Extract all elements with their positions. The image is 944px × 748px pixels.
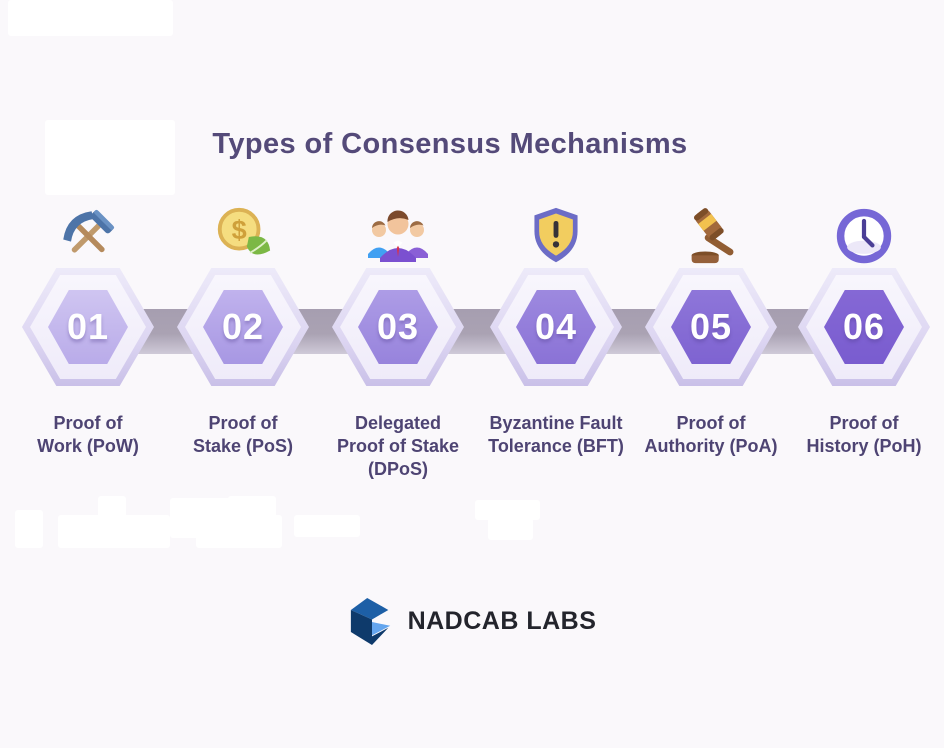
- whiteout-patch: [45, 120, 175, 195]
- step-proof-of-history: 06 Proof of History (PoH): [787, 200, 941, 458]
- whiteout-patch: [294, 515, 360, 537]
- step-number: 02: [221, 306, 265, 347]
- step-proof-of-work: 01 Proof of Work (PoW): [11, 200, 165, 458]
- step-delegated-proof-of-stake: 03 Delegated Proof of Stake (DPoS): [321, 200, 475, 481]
- shield-alert-icon: [479, 200, 633, 266]
- step-label: Proof of Stake (PoS): [192, 413, 294, 456]
- step-proof-of-authority: 05 Proof of Authority (PoA): [634, 200, 788, 458]
- whiteout-patch: [15, 510, 43, 548]
- step-byzantine-fault-tolerance: 04 Byzantine Fault Tolerance (BFT): [479, 200, 633, 458]
- gavel-icon: [634, 200, 788, 266]
- whiteout-patch: [8, 0, 173, 36]
- coin-leaf-icon: $: [166, 200, 320, 266]
- step-number: 04: [534, 306, 578, 347]
- step-number: 03: [376, 306, 420, 347]
- whiteout-patch: [475, 500, 540, 520]
- hexagon: 02: [177, 268, 309, 386]
- step-proof-of-stake: $ 02 Proof of Stake (PoS): [166, 200, 320, 458]
- step-label: Proof of History (PoH): [806, 413, 922, 456]
- hexagon: 03: [332, 268, 464, 386]
- hexagon: 01: [22, 268, 154, 386]
- whiteout-patch: [58, 515, 170, 548]
- hexagon: 06: [798, 268, 930, 386]
- nadcab-logo-icon: [348, 597, 396, 645]
- hexagon: 05: [645, 268, 777, 386]
- step-label: Byzantine Fault Tolerance (BFT): [488, 413, 624, 456]
- logo-text: NADCAB LABS: [407, 606, 597, 635]
- step-label: Delegated Proof of Stake (DPoS): [336, 413, 460, 479]
- clock-icon: [787, 200, 941, 266]
- whiteout-patch: [228, 496, 276, 548]
- step-number: 05: [689, 306, 733, 347]
- hexagon: 04: [490, 268, 622, 386]
- step-label: Proof of Authority (PoA): [644, 413, 778, 456]
- page-title: Types of Consensus Mechanisms: [212, 128, 688, 160]
- whiteout-patch: [98, 496, 126, 518]
- delegates-group-icon: [321, 200, 475, 266]
- step-number: 01: [66, 306, 110, 347]
- step-label: Proof of Work (PoW): [37, 413, 139, 456]
- nadcab-labs-logo: NADCAB LABS: [0, 597, 944, 645]
- pickaxe-hammer-icon: [11, 200, 165, 266]
- step-number: 06: [842, 306, 886, 347]
- whiteout-patch: [488, 518, 533, 540]
- svg-text:$: $: [232, 214, 247, 245]
